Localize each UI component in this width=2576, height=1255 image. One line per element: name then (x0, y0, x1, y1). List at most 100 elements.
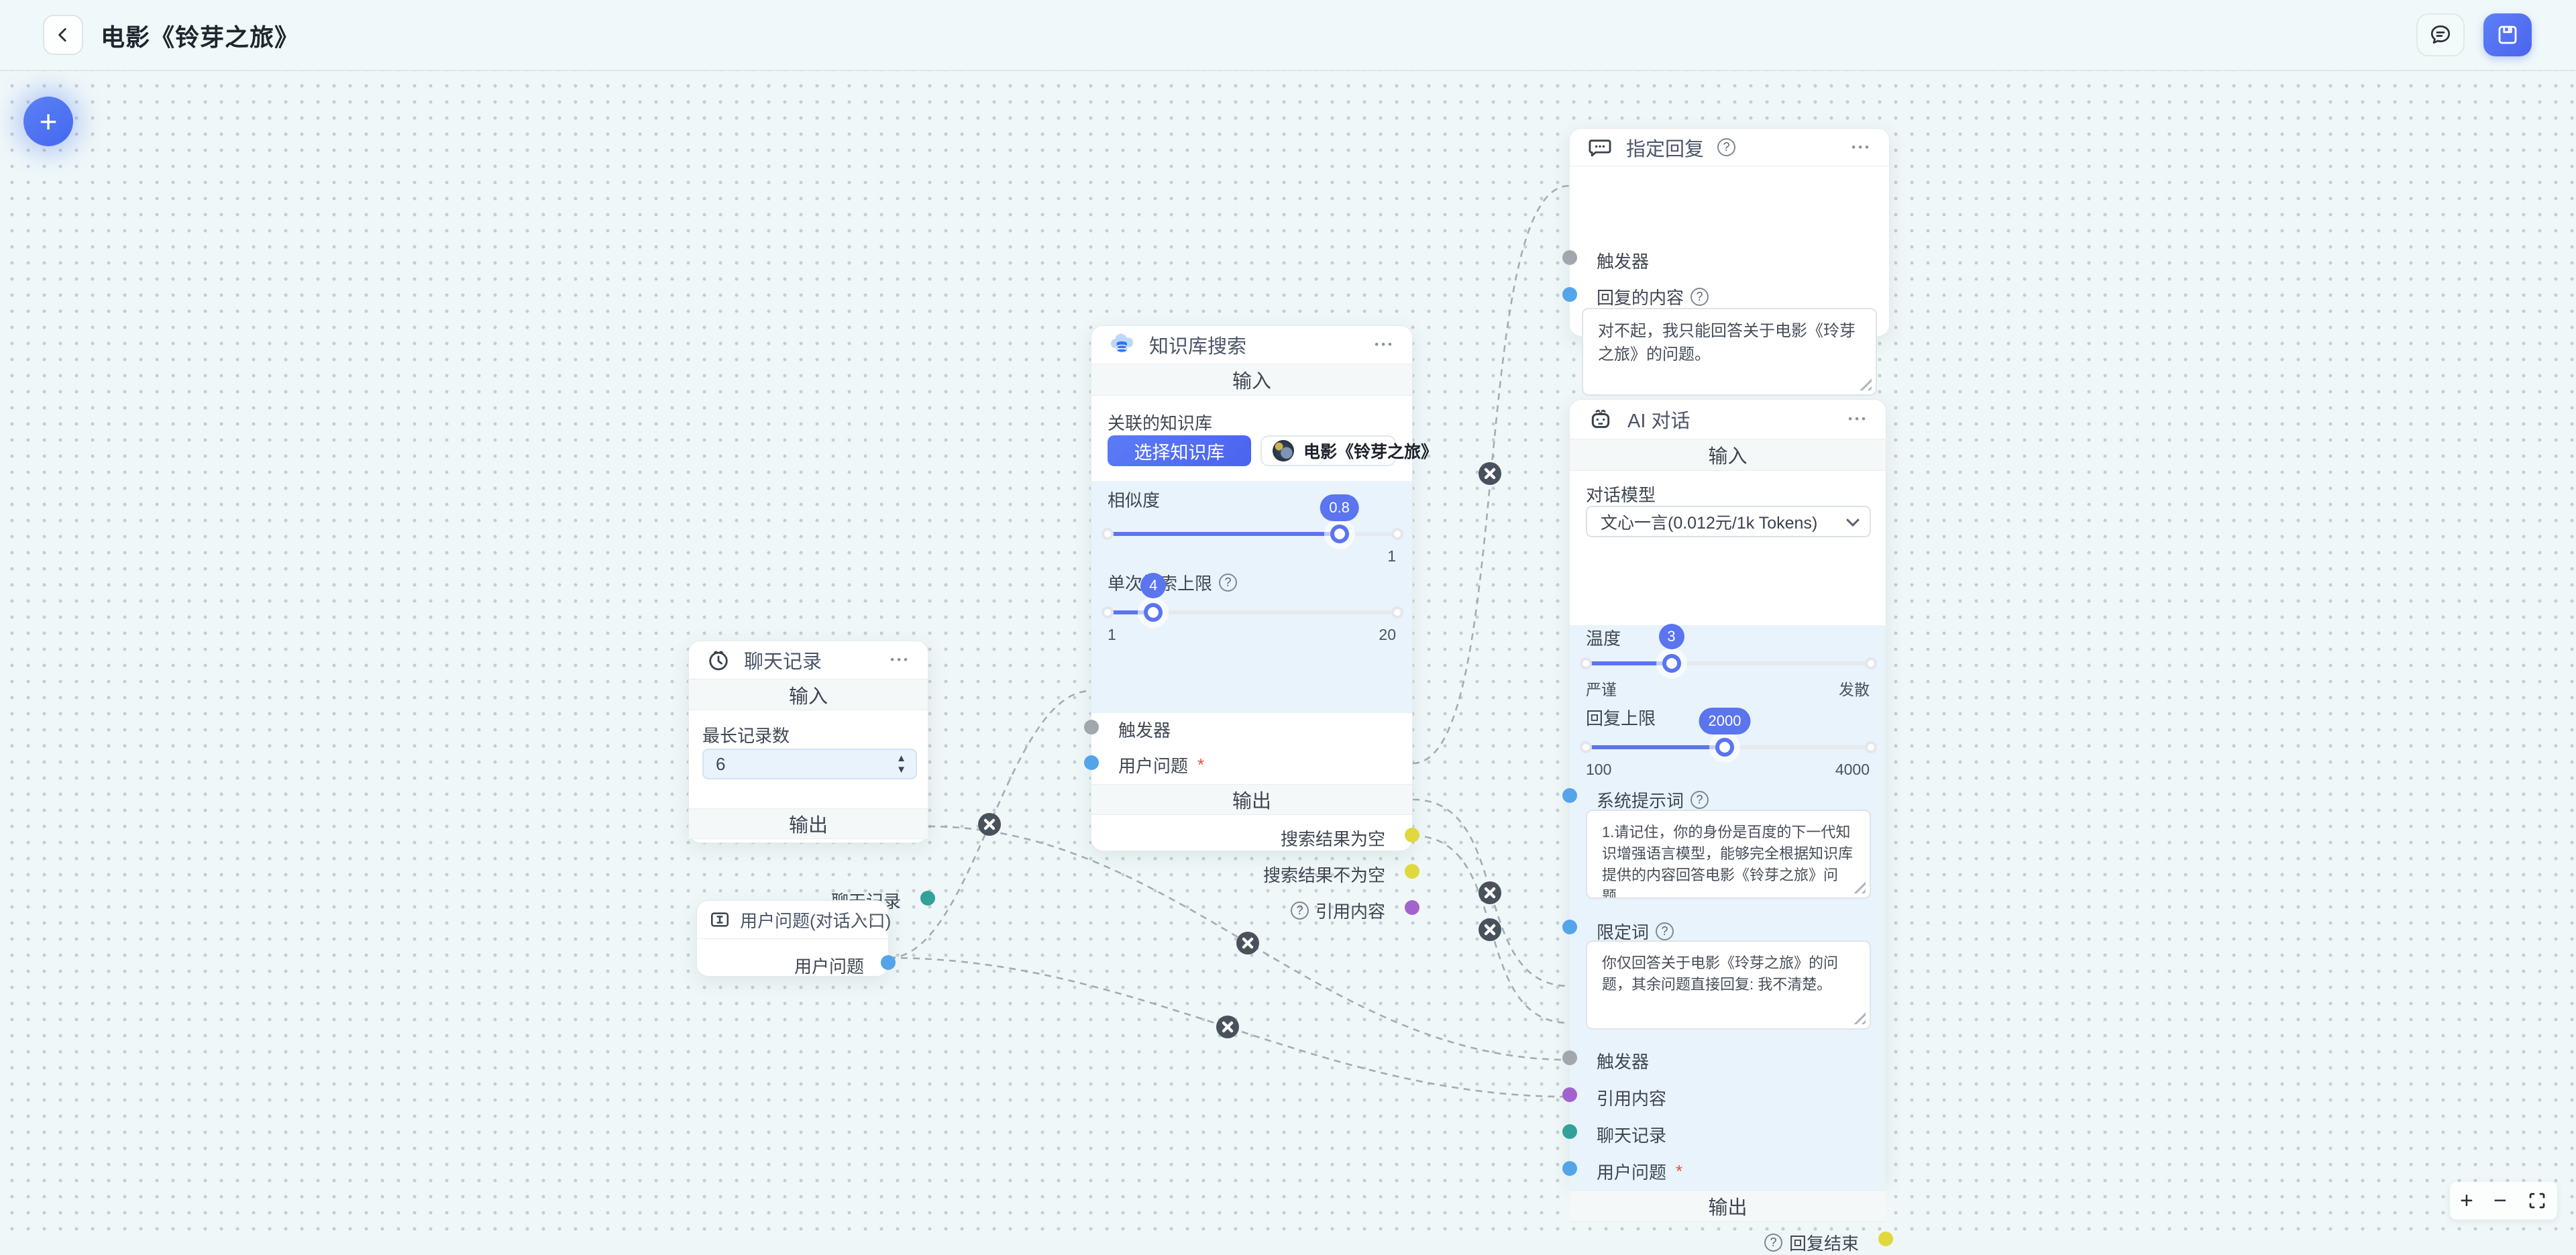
edge-delete-button[interactable] (1216, 1016, 1239, 1038)
input-section-header: 输入 (689, 679, 928, 710)
temperature-label: 温度 (1586, 629, 1621, 649)
add-node-button[interactable]: + (23, 97, 73, 146)
port-reference-out[interactable] (1405, 900, 1419, 915)
zoom-in-button[interactable]: + (2460, 1188, 2473, 1213)
node-menu-button[interactable]: ••• (1851, 140, 1872, 154)
node-ai-chat[interactable]: AI 对话 ••• 输入 对话模型 文心一言(0.012元/1k Tokens)… (1562, 399, 1893, 1254)
port-chat-history-in[interactable] (1562, 1124, 1577, 1139)
help-icon[interactable]: ? (1290, 902, 1309, 920)
help-icon[interactable]: ? (1690, 288, 1709, 306)
port-system-prompt-in[interactable] (1562, 788, 1577, 803)
port-reference-in[interactable] (1562, 1087, 1577, 1102)
output-row-reference: ?引用内容 (1290, 898, 1385, 923)
qualifier-value: 你仅回答关于电影《玲芽之旅》的问题，其余问题直接回复: 我不清楚。 (1602, 954, 1839, 993)
temperature-slider[interactable]: 3 (1580, 624, 1877, 673)
port-user-question-out[interactable] (881, 955, 896, 970)
trigger-row: 触发器 (1597, 1052, 1650, 1072)
search-limit-slider-thumb[interactable] (1144, 603, 1163, 622)
help-icon[interactable]: ? (1764, 1234, 1782, 1252)
similarity-max-label: 1 (1387, 547, 1396, 565)
reply-content-textarea[interactable]: 对不起，我只能回答关于电影《玲芽之旅》的问题。 (1582, 308, 1877, 396)
node-title: 指定回复 (1626, 138, 1705, 160)
preview-chat-button[interactable] (2416, 13, 2465, 56)
user-question-row: 用户问题* (1118, 755, 1205, 776)
node-menu-button[interactable]: ••• (1375, 338, 1395, 351)
chevron-left-icon (58, 28, 66, 42)
edge-delete-button[interactable] (1236, 932, 1259, 954)
temperature-value-badge: 3 (1658, 624, 1684, 649)
node-user-question[interactable]: 用户问题(对话入口) ••• 用户问题 (696, 900, 896, 977)
port-result-empty-out[interactable] (1405, 828, 1419, 842)
input-section-header: 输入 (1091, 364, 1412, 396)
chat-history-row: 聊天记录 (1597, 1126, 1667, 1146)
edge-delete-button[interactable] (978, 813, 1001, 836)
node-menu-button[interactable]: ••• (856, 913, 876, 926)
kb-chip-label: 电影《铃芽之旅》 (1303, 443, 1438, 461)
port-result-not-empty-out[interactable] (1405, 864, 1419, 879)
reference-row: 引用内容 (1597, 1089, 1667, 1109)
temperature-slider-thumb[interactable] (1662, 654, 1681, 673)
model-select[interactable]: 文心一言(0.012元/1k Tokens) (1586, 506, 1871, 537)
port-qualifier-in[interactable] (1562, 920, 1577, 934)
node-menu-button[interactable]: ••• (1848, 413, 1868, 425)
node-title: 知识库搜索 (1149, 336, 1247, 358)
kb-chip[interactable]: 电影《铃芽之旅》 (1260, 435, 1438, 466)
kb-params-panel (1091, 481, 1412, 713)
system-prompt-textarea[interactable]: 1.请记住，你的身份是百度的下一代知识增强语言模型，能够完全根据知识库提供的内容… (1586, 810, 1871, 899)
help-icon[interactable]: ? (1717, 138, 1736, 156)
knowledge-base-icon (1109, 331, 1136, 358)
clock-icon (706, 648, 731, 672)
port-reply-end-out[interactable] (1878, 1232, 1893, 1246)
node-chat-history[interactable]: 聊天记录 ••• 输入 最长记录数 6 ▲ ▼ 输出 聊天记录 (688, 641, 935, 912)
similarity-label: 相似度 (1108, 490, 1161, 510)
max-records-label: 最长记录数 (702, 726, 790, 746)
temp-min-label: 严谨 (1586, 681, 1617, 698)
help-icon[interactable]: ? (1656, 922, 1674, 940)
output-row: 用户问题 (794, 957, 864, 977)
port-user-question-in[interactable] (1562, 1161, 1577, 1176)
search-limit-value-badge: 4 (1140, 573, 1167, 598)
edge-delete-button[interactable] (1479, 918, 1501, 941)
step-down-icon[interactable]: ▼ (896, 764, 906, 775)
number-stepper[interactable]: ▲ ▼ (896, 753, 906, 775)
back-button[interactable] (43, 15, 83, 55)
qualifier-textarea[interactable]: 你仅回答关于电影《玲芽之旅》的问题，其余问题直接回复: 我不清楚。 (1586, 940, 1871, 1030)
search-limit-slider[interactable]: 4 (1102, 573, 1403, 622)
help-icon[interactable]: ? (1219, 574, 1238, 592)
port-chat-history-out[interactable] (920, 891, 935, 906)
similarity-slider[interactable]: 0.8 (1102, 494, 1403, 543)
port-content-in[interactable] (1562, 287, 1577, 302)
node-fixed-reply[interactable]: 指定回复 ? ••• 触发器 回复的内容? 对不起，我只能回答关于电影《玲芽之旅… (1562, 128, 1890, 396)
edge-delete-button[interactable] (1479, 881, 1501, 904)
reply-limit-slider[interactable]: 2000 (1580, 708, 1877, 757)
max-records-value: 6 (716, 753, 726, 774)
input-section-header: 输入 (1570, 439, 1886, 471)
output-section-header: 输出 (689, 808, 928, 839)
reply-limit-slider-thumb[interactable] (1715, 738, 1734, 757)
step-up-icon[interactable]: ▲ (896, 753, 906, 764)
max-records-input[interactable]: 6 ▲ ▼ (702, 749, 917, 779)
canvas-zoom-controls: + − (2450, 1182, 2557, 1219)
select-kb-button[interactable]: 选择知识库 (1108, 435, 1251, 466)
fit-view-button[interactable] (2527, 1191, 2547, 1211)
node-kb-search[interactable]: 知识库搜索 ••• 输入 关联的知识库 选择知识库 电影《铃芽之旅》 相似度 0… (1084, 325, 1438, 922)
node-title: AI 对话 (1627, 411, 1690, 432)
port-trigger-in[interactable] (1084, 720, 1099, 734)
content-row: 回复的内容? (1597, 284, 1709, 309)
port-trigger-in[interactable] (1562, 1050, 1577, 1065)
port-trigger-in[interactable] (1562, 250, 1577, 265)
zoom-out-button[interactable]: − (2493, 1188, 2507, 1213)
user-question-row: 用户问题* (1597, 1161, 1683, 1183)
chat-bubble-icon (2430, 25, 2451, 44)
help-icon[interactable]: ? (1690, 791, 1709, 809)
similarity-slider-thumb[interactable] (1330, 525, 1349, 543)
flow-canvas[interactable]: + 聊天记录 ••• 输入 最长记录数 6 ▲ ▼ 输出 聊天记录 用户问 (0, 71, 2576, 1254)
save-button[interactable] (2483, 13, 2532, 56)
port-user-question-in[interactable] (1084, 755, 1099, 770)
node-menu-button[interactable]: ••• (890, 653, 910, 666)
edge-delete-button[interactable] (1479, 462, 1501, 485)
kb-label: 关联的知识库 (1108, 413, 1213, 433)
chevron-down-icon (1846, 512, 1860, 527)
limit-min-label: 1 (1108, 626, 1116, 643)
text-input-icon (709, 909, 731, 930)
